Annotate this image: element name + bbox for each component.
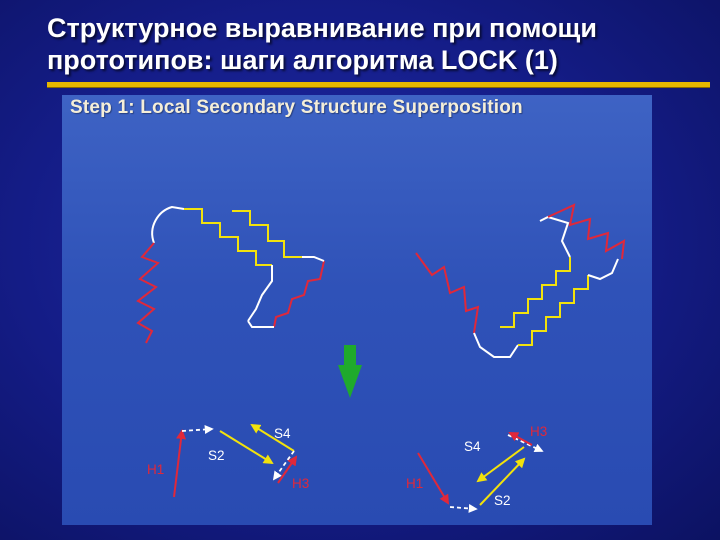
left-coil-3: [302, 256, 325, 262]
left-label-s4: S4: [274, 426, 291, 441]
right-label-h3: H3: [530, 424, 548, 439]
slide-title: Структурное выравнивание при помощи прот…: [47, 13, 597, 75]
right-label-h1: H1: [406, 476, 424, 491]
left-strand-2: [232, 210, 302, 258]
left-coil-2: [247, 265, 273, 322]
right-schematic: [417, 432, 544, 513]
left-label-h3: H3: [292, 476, 310, 491]
right-coil: [473, 332, 519, 358]
step-heading: Step 1: Local Secondary Structure Superp…: [70, 97, 523, 118]
figure-panel: Step 1: Local Secondary Structure Superp…: [62, 95, 652, 525]
structure-diagram: [136, 203, 626, 513]
left-label-h1: H1: [147, 462, 165, 477]
left-label-s2: S2: [208, 448, 225, 463]
right-strand-1: [500, 257, 571, 328]
down-arrow: [338, 345, 362, 398]
left-helix-left: [136, 242, 160, 344]
right-label-s2: S2: [494, 493, 511, 508]
left-strand-1: [184, 208, 272, 266]
right-protein-structure: [415, 203, 626, 358]
left-coil: [151, 205, 185, 244]
left-coil-4: [247, 320, 274, 328]
right-helix-left: [415, 252, 480, 334]
left-helix-right: [273, 260, 325, 328]
title-underline: [47, 82, 710, 87]
left-protein-structure: [136, 205, 325, 344]
right-coil-3: [587, 258, 619, 281]
right-label-s4: S4: [464, 439, 481, 454]
left-schematic: [173, 423, 298, 498]
right-coil-2: [539, 215, 571, 258]
right-helix-right: [547, 203, 626, 260]
right-strand-2: [518, 275, 589, 346]
